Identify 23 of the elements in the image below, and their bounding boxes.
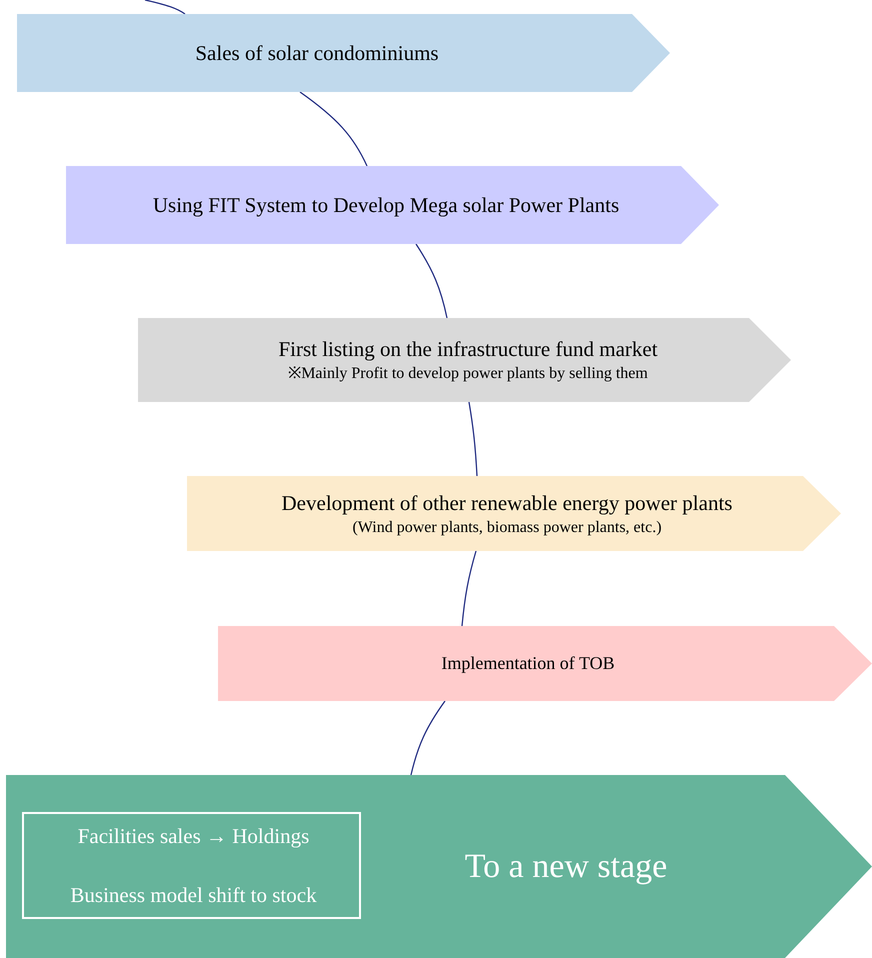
chevron-banner bbox=[218, 626, 872, 701]
banner-title: First listing on the infrastructure fund market bbox=[278, 336, 658, 364]
banner-note: ※Mainly Profit to develop power plants by selling them bbox=[288, 364, 648, 384]
banner-title: To a new stage bbox=[464, 846, 668, 887]
connector-line bbox=[410, 700, 446, 776]
chevron-banner bbox=[66, 166, 719, 244]
chevron-banner bbox=[17, 14, 670, 92]
chevron-banner bbox=[138, 318, 791, 402]
banner-note: (Wind power plants, biomass power plants, etc.) bbox=[352, 518, 662, 538]
banner-title: Development of other renewable energy power plants bbox=[282, 490, 732, 517]
box-text: Business model shift to stock bbox=[70, 882, 317, 908]
connector-line bbox=[416, 244, 448, 318]
connector-line bbox=[300, 92, 368, 166]
banner-title: Implementation of TOB bbox=[441, 652, 615, 676]
chevron-banner bbox=[6, 775, 872, 958]
outlined-box bbox=[22, 812, 361, 919]
chevron-banner bbox=[187, 476, 841, 551]
connector-line bbox=[468, 402, 478, 476]
banner-title: Sales of solar condominiums bbox=[195, 40, 439, 67]
box-text: Facilities sales → Holdings bbox=[78, 823, 310, 850]
banner-title: Using FIT System to Develop Mega solar Power Plants bbox=[152, 192, 620, 219]
connector-line bbox=[144, 0, 186, 14]
connector-line bbox=[461, 550, 477, 626]
